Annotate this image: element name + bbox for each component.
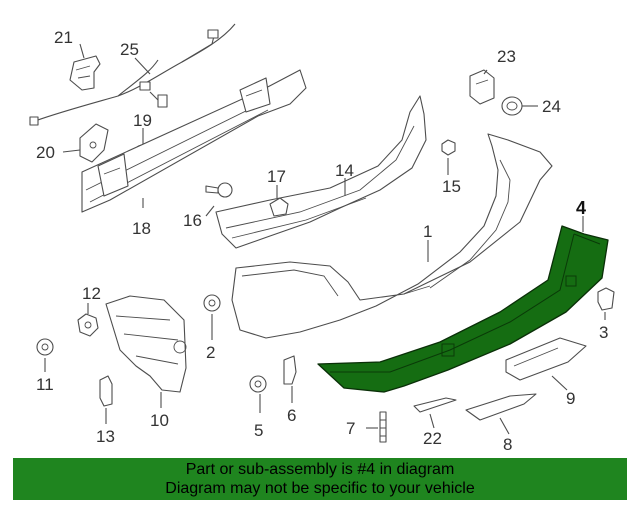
banner-line-2: Diagram may not be specific to your vehi…: [165, 480, 475, 497]
callout-25: 25: [120, 40, 139, 59]
callout-22: 22: [423, 429, 442, 448]
callout-6: 6: [287, 406, 296, 425]
part-1-bumper-cover[interactable]: [231, 133, 553, 339]
part-9-panel[interactable]: [505, 337, 587, 381]
part-7-stud[interactable]: [379, 411, 387, 443]
callout-16: 16: [183, 211, 202, 230]
callout-24: 24: [542, 97, 561, 116]
callout-21: 21: [54, 28, 73, 47]
banner-line-1: Part or sub-assembly is #4 in diagram: [185, 461, 455, 478]
part-17-clip[interactable]: [269, 197, 289, 217]
part-10-air-deflector[interactable]: [105, 295, 187, 393]
part-21-bracket[interactable]: [69, 55, 101, 91]
callout-9: 9: [566, 389, 575, 408]
callout-8: 8: [503, 435, 512, 454]
part-11-push-pin[interactable]: [36, 338, 54, 356]
part-25-wiring-harness[interactable]: [29, 23, 236, 126]
callout-3: 3: [599, 323, 608, 342]
part-14-energy-absorber[interactable]: [215, 95, 427, 249]
callout-12: 12: [82, 284, 101, 303]
callout-11: 11: [36, 375, 54, 394]
callout-15: 15: [442, 177, 461, 196]
callout-10: 10: [150, 411, 169, 430]
callout-19: 19: [133, 111, 152, 130]
callout-2: 2: [206, 343, 215, 362]
callout-7: 7: [346, 419, 355, 438]
part-12-nut[interactable]: [77, 313, 99, 337]
exploded-parts-diagram: 21 25 23 24 19 20 17 14 15 16 18 1 4 12 …: [29, 23, 615, 454]
part-22-strip[interactable]: [413, 397, 457, 413]
part-15-nut[interactable]: [441, 139, 456, 156]
callout-4: 4: [576, 198, 586, 218]
part-6-bracket[interactable]: [283, 355, 297, 385]
part-24-grommet[interactable]: [501, 96, 523, 116]
callout-17: 17: [267, 167, 286, 186]
callout-1: 1: [423, 222, 432, 241]
part-18-impact-bar[interactable]: [81, 69, 307, 213]
part-4-lower-cover-highlighted[interactable]: [317, 225, 609, 393]
callout-18: 18: [132, 219, 151, 238]
callout-14: 14: [335, 161, 354, 180]
part-2-push-pin[interactable]: [203, 294, 221, 312]
leader-lines: [44, 43, 606, 435]
part-20-bracket[interactable]: [79, 123, 109, 163]
callout-23: 23: [497, 47, 516, 66]
callout-20: 20: [36, 143, 55, 162]
callout-5: 5: [254, 421, 263, 440]
callout-numbers: 21 25 23 24 19 20 17 14 15 16 18 1 4 12 …: [36, 28, 608, 454]
highlight-notice-banner: Part or sub-assembly is #4 in diagram Di…: [13, 458, 627, 500]
part-8-panel[interactable]: [465, 393, 537, 421]
part-13-bracket[interactable]: [99, 375, 113, 407]
part-3-clip[interactable]: [597, 287, 615, 311]
part-23-sensor[interactable]: [469, 69, 495, 105]
part-5-push-pin[interactable]: [249, 375, 267, 393]
part-16-screw[interactable]: [205, 182, 233, 198]
callout-13: 13: [96, 427, 115, 446]
